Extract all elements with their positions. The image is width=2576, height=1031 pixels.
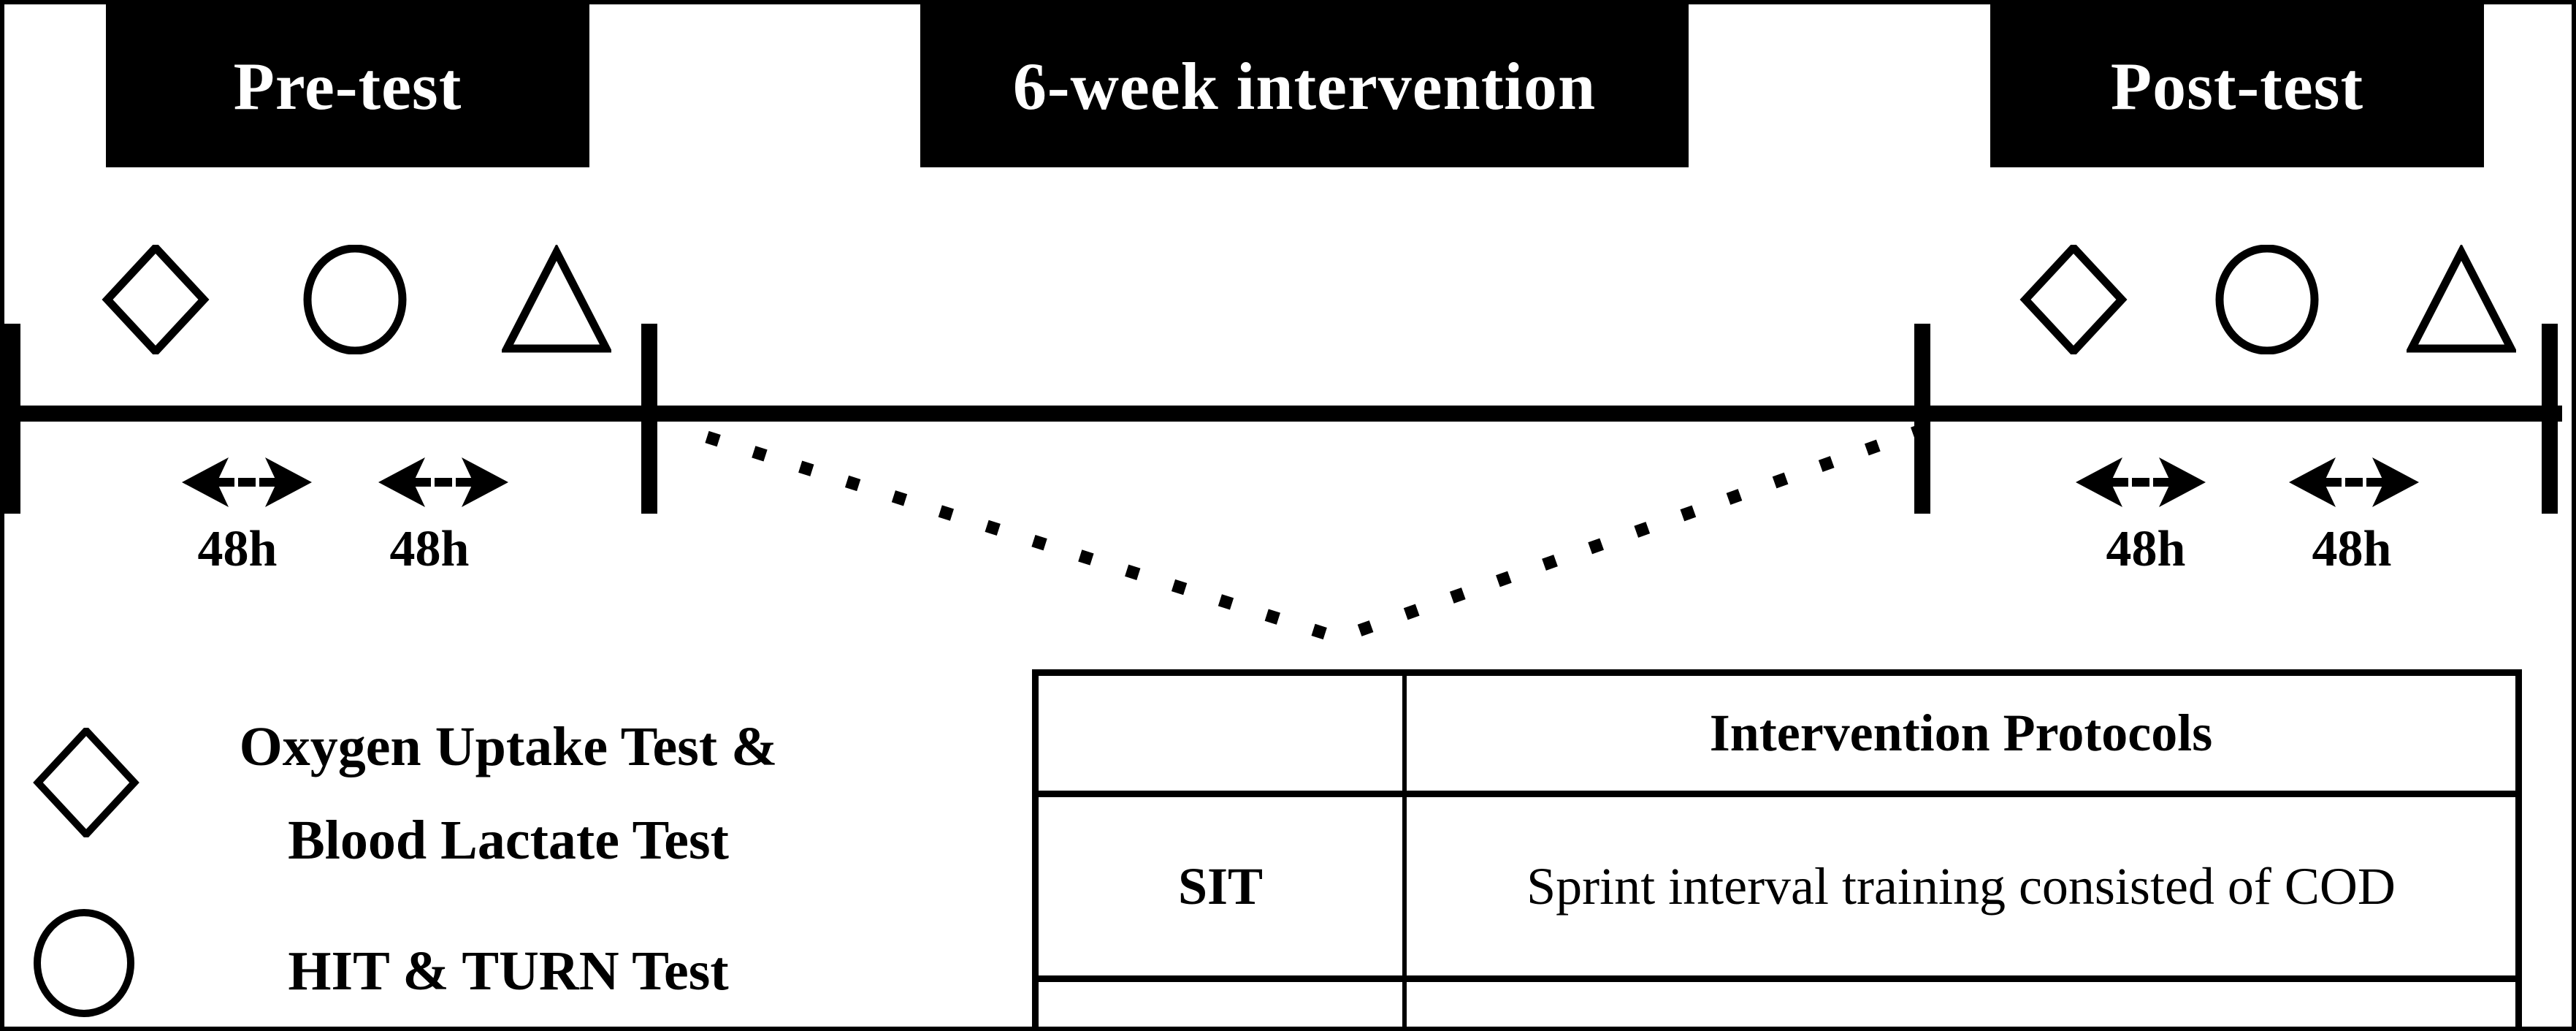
phase-label-post-test: Post-test — [2110, 48, 2364, 123]
table-cell-sit-description: Sprint interval training consisted of CO… — [1407, 797, 2515, 982]
interval-label-48h: 48h — [389, 521, 470, 577]
phase-label-intervention: 6-week intervention — [1012, 48, 1597, 123]
triangle-icon — [2407, 245, 2516, 354]
interval-arrow-icon — [2288, 457, 2420, 508]
phase-label-pre-test: Pre-test — [233, 48, 462, 123]
interval-label-48h: 48h — [197, 521, 278, 577]
timeline-axis — [4, 406, 2562, 422]
diamond-icon — [2019, 245, 2128, 354]
diamond-icon — [101, 245, 210, 354]
legend-label-oxygen-line1: Oxygen Uptake Test & — [239, 716, 778, 777]
interval-arrow-icon — [377, 457, 510, 508]
circle-icon — [300, 245, 410, 354]
table-header-protocols: Intervention Protocols — [1407, 676, 2515, 797]
intervention-protocols-table: Intervention Protocols SIT Sprint interv… — [1032, 669, 2522, 1027]
timeline-tick-end — [2542, 324, 2558, 514]
phase-box-intervention: 6-week intervention — [920, 4, 1689, 167]
interval-arrow-icon — [180, 457, 313, 508]
table-header-empty-cell — [1039, 676, 1407, 797]
circle-icon — [29, 908, 139, 1018]
triangle-icon — [502, 245, 611, 354]
table-cell-next-row-abbr — [1039, 982, 1407, 1027]
legend-label-oxygen-line2: Blood Lactate Test — [288, 810, 729, 871]
interval-label-48h: 48h — [2106, 521, 2186, 577]
timeline-tick-pre-end — [641, 324, 657, 514]
table-cell-next-row-description — [1407, 982, 2515, 1027]
interval-label-48h: 48h — [2312, 521, 2392, 577]
diamond-icon — [31, 728, 141, 837]
timeline-tick-start — [4, 324, 20, 514]
table-cell-sit: SIT — [1039, 797, 1407, 982]
legend-label-hit-turn: HIT & TURN Test — [288, 940, 729, 1002]
circle-icon — [2212, 245, 2322, 354]
phase-box-pre-test: Pre-test — [106, 4, 589, 167]
phase-box-post-test: Post-test — [1990, 4, 2484, 167]
timeline-tick-post-start — [1914, 324, 1930, 514]
interval-arrow-icon — [2074, 457, 2207, 508]
